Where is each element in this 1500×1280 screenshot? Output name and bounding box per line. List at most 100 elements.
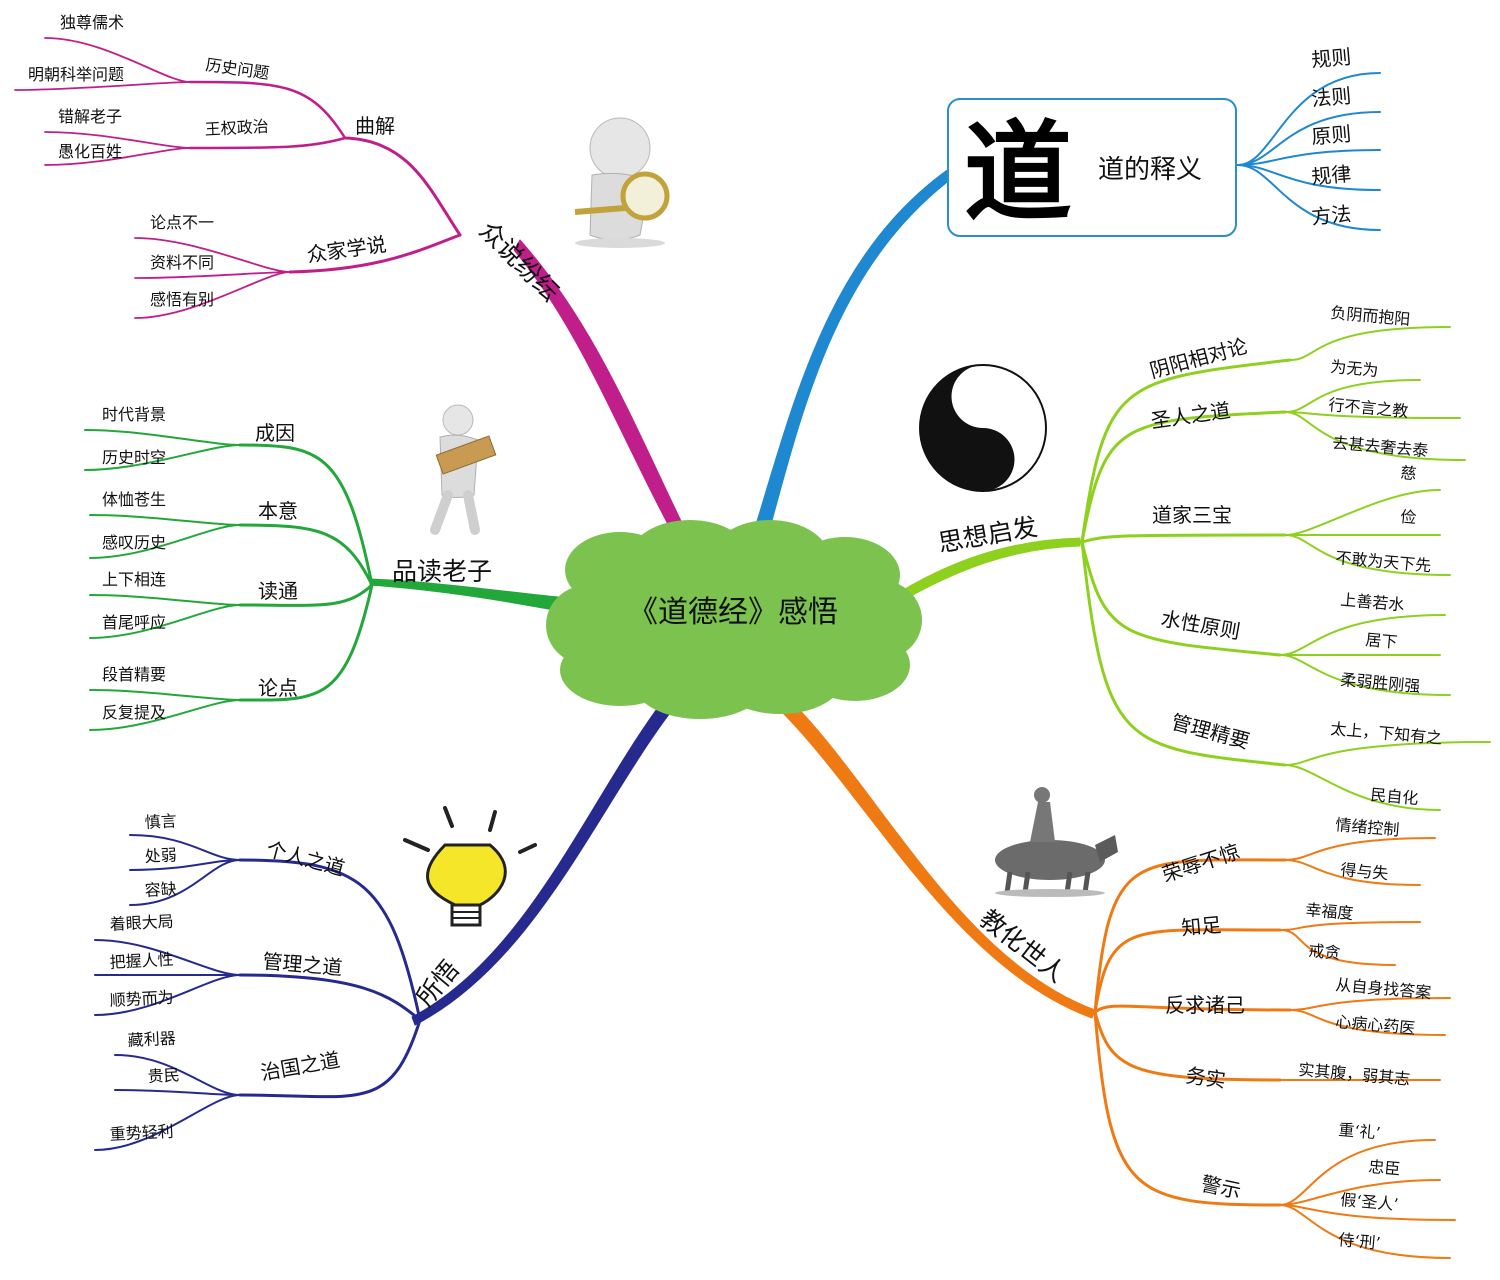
jiaohua-leaf-line	[1289, 1009, 1446, 1036]
zhongshuo-leaf-line	[44, 147, 191, 166]
dao-definition-box	[947, 98, 1237, 237]
sixiang-leaf-3-1: 居下	[1365, 630, 1399, 652]
pindu-group-line	[238, 443, 374, 587]
sixiang-leaf-4-0: 太上，下知有之	[1330, 719, 1443, 748]
zhongshuo-leaf-line	[134, 271, 291, 279]
jiaohua-leaf-line	[1279, 1204, 1456, 1221]
jiaohua-group-3: 务实	[1184, 1063, 1227, 1092]
zhongshuo-leaf-0-1: 明朝科举问题	[28, 65, 124, 84]
jiaohua-group-line	[1093, 928, 1282, 1014]
zhongshuo-leaf-0-0: 独尊儒术	[60, 13, 124, 32]
sixiang-leaf-line	[1289, 326, 1451, 361]
suowu-leaf-line	[114, 1089, 241, 1096]
jiaohua-leaf-4-1: 忠臣	[1368, 1157, 1402, 1179]
sixiang-leaf-line	[1284, 411, 1466, 461]
suowu-leaf-line	[94, 974, 241, 1016]
pindu-leaf-line	[89, 594, 241, 606]
root-label: 《道德经》感悟	[628, 595, 838, 630]
zhongshuo-leaf-line	[44, 37, 191, 83]
pindu-group-line	[238, 583, 374, 607]
main-branch-sixiang	[889, 537, 1081, 606]
pindu-leaf-0-0: 时代背景	[102, 405, 166, 424]
jiaohua-leaf-4-0: 重‘礼’	[1338, 1120, 1382, 1143]
zhongshuo-leaf-line	[14, 81, 191, 91]
sixiang-leaf-line	[1279, 614, 1446, 656]
jiaohua-group-1: 知足	[1180, 913, 1222, 940]
zhongshuo-leaf-line	[134, 237, 291, 273]
dao-leaf-1: 法则	[1310, 84, 1352, 111]
zhongshuo-leaf-1-1: 愚化百姓	[58, 142, 122, 161]
pindu-leaf-1-0: 体恤苍生	[102, 490, 166, 509]
main-branch-suowu	[411, 693, 681, 1026]
dao-leaf-0: 规则	[1310, 45, 1352, 72]
zhongshuo-leaf-z-2: 感悟有别	[150, 290, 214, 309]
suowu-leaf-0-0: 慎言	[144, 811, 177, 832]
pindu-leaf-line	[89, 604, 241, 639]
jiaohua-leaf-line	[1289, 997, 1451, 1011]
pindu-group-1: 本意	[258, 499, 298, 523]
jiaohua-group-4: 警示	[1199, 1171, 1243, 1203]
pindu-leaf-line	[84, 444, 241, 471]
jiaohua-group-0: 荣辱不惊	[1159, 839, 1243, 887]
jiaohua-leaf-1-0: 幸福度	[1305, 900, 1354, 923]
sixiang-group-line	[1080, 358, 1292, 544]
zhongshuo-subgroup-0: 历史问题	[204, 55, 270, 83]
sixiang-group-4: 管理精要	[1169, 710, 1252, 754]
sixiang-leaf-3-2: 柔弱胜刚强	[1340, 670, 1421, 696]
jiaohua-leaf-line	[1284, 837, 1436, 861]
pindu-leaf-2-1: 首尾呼应	[102, 613, 166, 632]
sixiang-leaf-4-1: 民自化	[1370, 785, 1419, 808]
sixiang-leaf-line	[1279, 654, 1451, 696]
suowu-leaf-1-1: 把握人性	[109, 950, 174, 972]
jiaohua-leaf-line	[1284, 859, 1421, 886]
suowu-leaf-line	[94, 1094, 241, 1151]
jiaohua-group-line	[1093, 1004, 1292, 1014]
sixiang-leaf-2-1: 俭	[1400, 507, 1418, 527]
jiaohua-group-line	[1093, 1010, 1282, 1207]
dao-calligraphy-icon: 道	[964, 110, 1072, 236]
pindu-group-line	[238, 583, 374, 702]
main-branch-zhongshuo	[513, 239, 701, 566]
zhongshuo-group-0: 曲解	[355, 114, 395, 138]
dao-leaf-line	[1237, 164, 1381, 191]
suowu-leaf-line	[94, 939, 241, 976]
dao-leaf-line	[1237, 164, 1381, 231]
sixiang-leaf-3-0: 上善若水	[1340, 590, 1405, 615]
reading-figure-icon	[430, 404, 497, 535]
branch-label-zhongshuo: 众说纷纭	[474, 216, 565, 307]
zhongshuo-leaf-z-1: 资料不同	[150, 253, 214, 272]
main-branch-dao	[744, 167, 956, 566]
suowu-leaf-1-2: 顺势而为	[109, 988, 174, 1010]
pindu-group-line	[238, 523, 374, 587]
pindu-leaf-line	[89, 699, 241, 731]
zhongshuo-subgroup-line	[188, 80, 347, 140]
sixiang-group-1: 圣人之道	[1149, 398, 1232, 433]
jiaohua-leaf-3-0: 实其腹，弱其志	[1298, 1060, 1411, 1089]
jiaohua-leaf-line	[1279, 1139, 1436, 1206]
suowu-group-2: 治国之道	[259, 1047, 342, 1085]
ox-rider-icon	[995, 787, 1118, 897]
sixiang-leaf-line	[1284, 764, 1441, 811]
suowu-leaf-2-2: 重势轻利	[109, 1122, 174, 1144]
pindu-group-0: 成因	[255, 421, 295, 445]
zhongshuo-group-line	[343, 136, 462, 237]
sixiang-leaf-line	[1284, 379, 1421, 413]
branch-label-suowu: 所悟	[410, 955, 464, 1012]
jiaohua-leaf-0-0: 情绪控制	[1335, 815, 1400, 840]
jiaohua-group-line	[1093, 1010, 1282, 1082]
suowu-leaf-0-2: 容缺	[144, 879, 177, 900]
sixiang-group-line	[1080, 540, 1287, 767]
jiaohua-leaf-2-0: 从自身找答案	[1335, 975, 1432, 1002]
dao-leaf-line	[1237, 72, 1381, 166]
suowu-group-line	[238, 858, 422, 1022]
sixiang-leaf-1-0: 为无为	[1330, 357, 1379, 380]
jiaohua-leaf-line	[1279, 921, 1421, 931]
jiaohua-leaf-2-1: 心病心药医	[1335, 1012, 1416, 1038]
sixiang-leaf-1-1: 行不言之教	[1328, 395, 1409, 421]
zhongshuo-leaf-line	[44, 131, 191, 149]
zhongshuo-group-line	[288, 233, 462, 274]
jiaohua-group-2: 反求诸己	[1165, 993, 1245, 1017]
sixiang-leaf-line	[1284, 741, 1491, 766]
sixiang-leaf-line	[1284, 489, 1441, 536]
sixiang-leaf-2-0: 慈	[1400, 463, 1418, 483]
